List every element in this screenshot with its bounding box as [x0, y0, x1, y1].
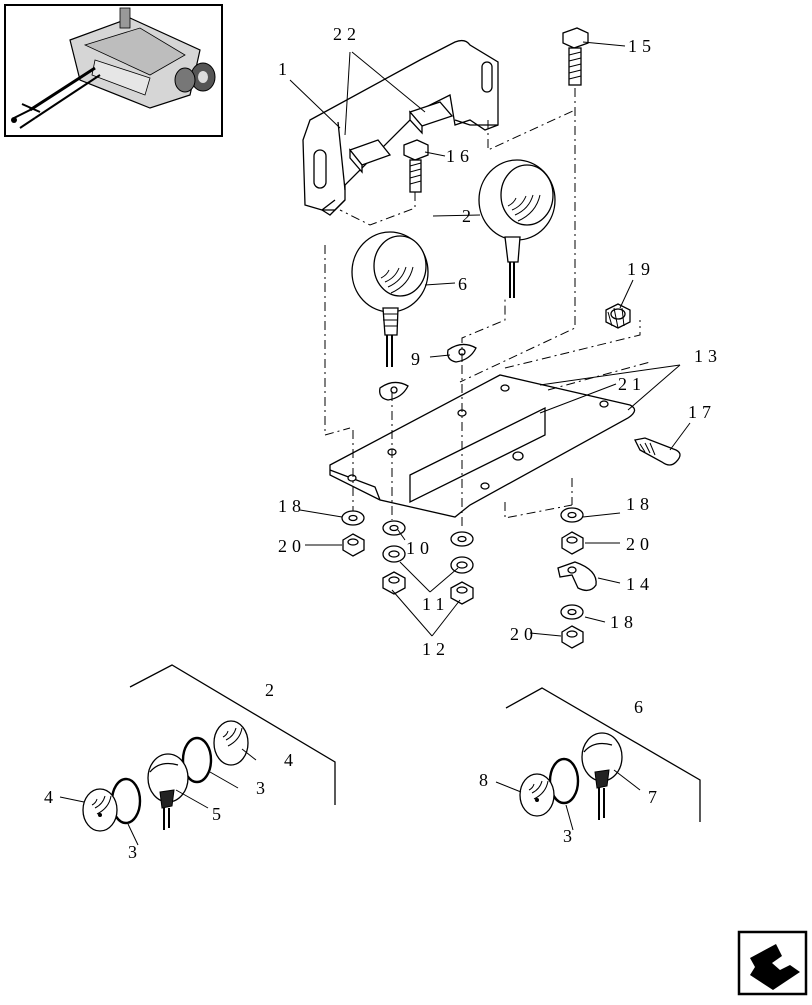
- callout-16: 16: [446, 146, 474, 166]
- callout-18-lower: 18: [610, 612, 638, 632]
- callout-19: 19: [627, 259, 655, 279]
- callout-15: 15: [628, 36, 656, 56]
- callout-21: 21: [618, 374, 646, 394]
- callout-18-left: 18: [278, 496, 306, 516]
- callout-6: 6: [458, 274, 472, 294]
- lamp-2: [478, 159, 556, 298]
- callout-14: 14: [626, 574, 654, 594]
- callout-2: 2: [462, 206, 476, 226]
- callout-22: 22: [333, 24, 361, 44]
- detail-lamp-2: [82, 664, 336, 832]
- callout-9: 9: [411, 349, 425, 369]
- callout-10: 10: [406, 538, 434, 558]
- detail-callout-8: 8: [479, 770, 493, 790]
- nut-19: [605, 303, 631, 329]
- callout-17: 17: [688, 402, 716, 422]
- callout-20-left: 20: [278, 536, 306, 556]
- mounting-bracket: [302, 39, 499, 216]
- machine-overview-icon[interactable]: [4, 4, 223, 137]
- bolt-15: [562, 27, 589, 86]
- detail-callout-3-right: 3: [256, 778, 270, 798]
- callout-20-right: 20: [626, 534, 654, 554]
- detail-callout-4-left: 4: [44, 787, 58, 807]
- rubber-pad: [348, 101, 454, 174]
- alignment-lines: [324, 88, 651, 530]
- callout-13: 13: [694, 346, 722, 366]
- callout-11: 11: [422, 594, 449, 614]
- detail-callout-2: 2: [265, 680, 279, 700]
- lamp-6: [351, 231, 429, 367]
- detail-callout-7: 7: [648, 787, 662, 807]
- bolt-17: [634, 437, 681, 466]
- bolt-16: [403, 139, 429, 193]
- detail-callout-3-left: 3: [128, 842, 142, 862]
- mounting-plate: [329, 374, 636, 518]
- detail-callout-6: 6: [634, 697, 648, 717]
- callout-12: 12: [422, 639, 450, 659]
- leader-lines: [59, 41, 691, 846]
- hardware-stack: [341, 507, 597, 649]
- return-arrow-icon[interactable]: [737, 930, 808, 996]
- detail-lamp-6: [505, 687, 701, 822]
- callout-18-right: 18: [626, 494, 654, 514]
- detail-callout-4-right: 4: [284, 750, 298, 770]
- detail-callout-5: 5: [212, 804, 226, 824]
- callout-20-lower: 20: [510, 624, 538, 644]
- callout-labels: 1 22 15 16 2 6 19 13 9 21 17 18 20 10 11…: [44, 24, 722, 862]
- detail-callout-3-r2: 3: [563, 826, 577, 846]
- callout-1: 1: [278, 59, 292, 79]
